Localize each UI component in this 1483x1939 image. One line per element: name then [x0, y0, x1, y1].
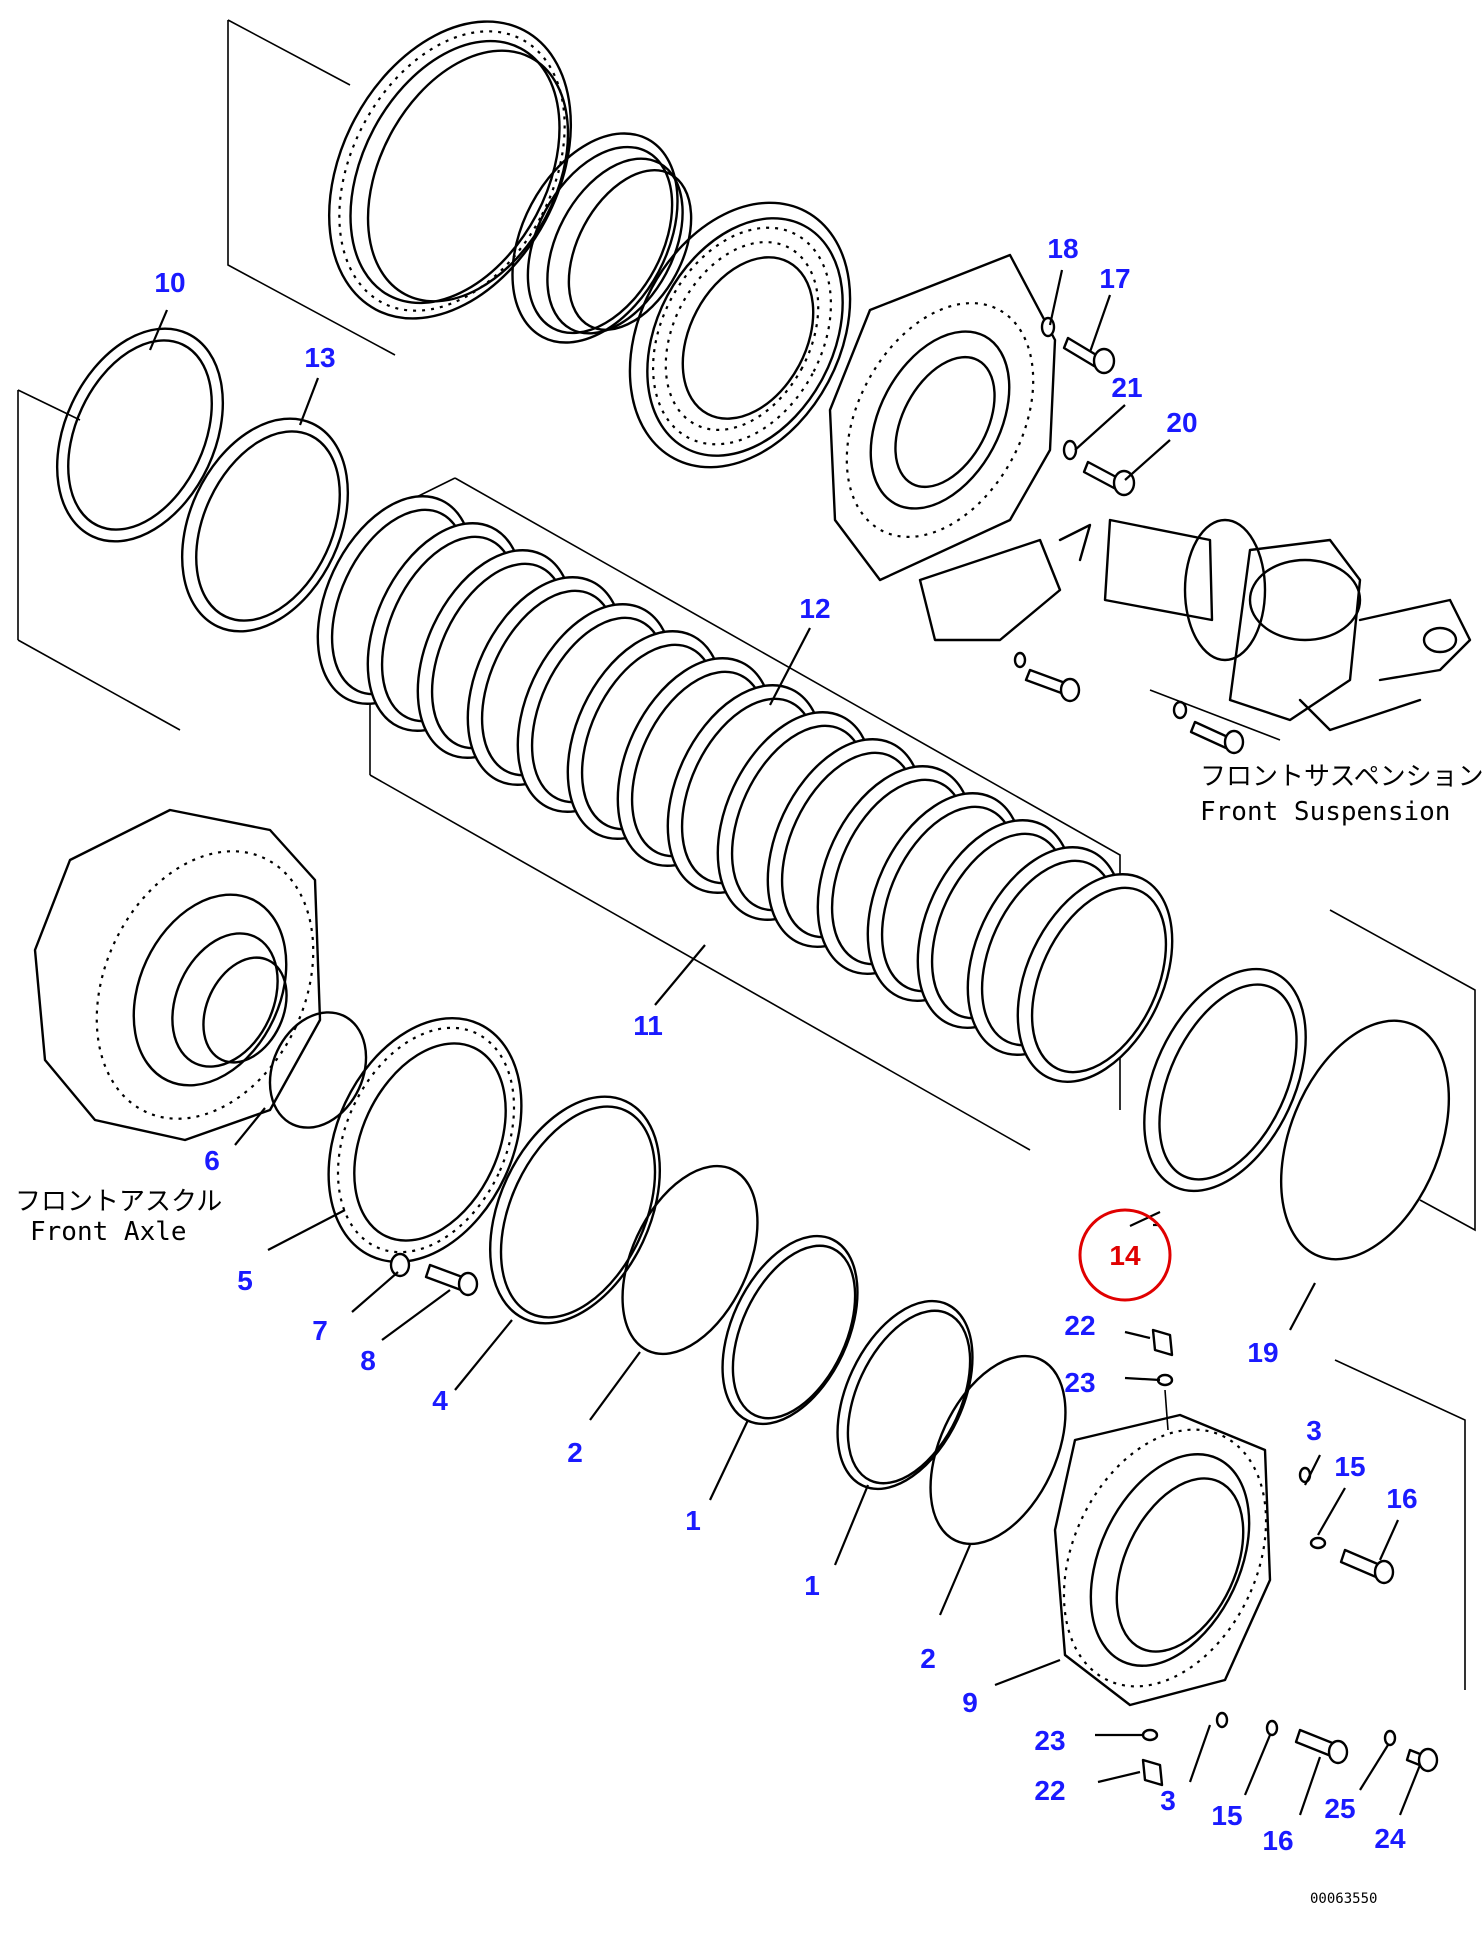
fittings-22-23-3: [1141, 1328, 1439, 1787]
part-label-18[interactable]: 18: [1047, 233, 1078, 264]
ring-19: [1279, 1019, 1451, 1261]
carrier-plate: [828, 253, 1092, 642]
top-bracket-lines: [17, 19, 396, 731]
captions: フロントサスペンション Front Suspension フロントアスクル Fr…: [15, 762, 1483, 1907]
front-suspension-en-caption: Front Suspension: [1200, 797, 1450, 827]
part-label-25[interactable]: 25: [1324, 1793, 1355, 1824]
front-suspension-jp-caption: フロントサスペンション: [1200, 762, 1483, 792]
part-label-2-left[interactable]: 2: [567, 1437, 583, 1468]
part-number-labels: 10 13 12 11 18 17 21 20 6 5 7 8 4 2 1 1 …: [154, 233, 1417, 1856]
right-bracket-lines: [1329, 909, 1476, 1690]
o-ring-2-left: [621, 1164, 759, 1356]
highlight-circle-14: [1078, 1208, 1172, 1302]
backup-ring-1-right: [836, 1299, 974, 1491]
part-label-22-top[interactable]: 22: [1064, 1310, 1095, 1341]
part-label-13[interactable]: 13: [304, 342, 335, 373]
front-axle-en-caption: Front Axle: [30, 1217, 187, 1247]
o-ring-6: [268, 1011, 368, 1129]
ring-14: [1143, 967, 1307, 1193]
hub-seal-ring: [511, 132, 693, 344]
part-label-14-highlighted[interactable]: 14: [1109, 1240, 1141, 1271]
part-label-9[interactable]: 9: [962, 1687, 978, 1718]
part-label-5[interactable]: 5: [237, 1265, 253, 1296]
ring-10: [55, 327, 225, 543]
ring-13: [180, 417, 350, 633]
part-label-24[interactable]: 24: [1374, 1823, 1406, 1854]
plate-5: [327, 1016, 523, 1264]
part-label-1-right[interactable]: 1: [804, 1570, 820, 1601]
part-label-20[interactable]: 20: [1166, 407, 1197, 438]
part-label-8[interactable]: 8: [360, 1345, 376, 1376]
washer-7-bolt-8: [389, 1252, 479, 1297]
part-label-21[interactable]: 21: [1111, 372, 1142, 403]
part-label-3-bottom[interactable]: 3: [1160, 1785, 1176, 1816]
part-label-23-top[interactable]: 23: [1064, 1367, 1095, 1398]
part-label-23-bottom[interactable]: 23: [1034, 1725, 1065, 1756]
part-label-2-right[interactable]: 2: [920, 1643, 936, 1674]
part-label-12[interactable]: 12: [799, 593, 830, 624]
seal-4: [488, 1095, 662, 1325]
part-label-15-bottom[interactable]: 15: [1211, 1800, 1242, 1831]
friction-disc-11: [1016, 873, 1174, 1083]
ring-gear-top: [327, 20, 573, 320]
part-label-15-top[interactable]: 15: [1334, 1451, 1365, 1482]
part-label-4[interactable]: 4: [432, 1385, 448, 1416]
o-ring-2-right: [929, 1354, 1067, 1546]
part-label-6[interactable]: 6: [204, 1145, 220, 1176]
part-label-17[interactable]: 17: [1099, 263, 1130, 294]
part-label-22-bottom[interactable]: 22: [1034, 1775, 1065, 1806]
front-axle-jp-caption: フロントアスクル: [15, 1187, 222, 1217]
part-label-10[interactable]: 10: [154, 267, 185, 298]
drawing-id: 00063550: [1310, 1891, 1377, 1907]
spline-disc: [628, 201, 852, 469]
part-label-7[interactable]: 7: [312, 1315, 328, 1346]
part-label-16-bottom[interactable]: 16: [1262, 1825, 1293, 1856]
piston-housing-9: [1053, 1413, 1272, 1707]
part-label-3-top[interactable]: 3: [1306, 1415, 1322, 1446]
front-axle-housing: [33, 808, 322, 1142]
part-label-19[interactable]: 19: [1247, 1337, 1278, 1368]
leader-lines: [148, 269, 1422, 1816]
part-label-11[interactable]: 11: [633, 1010, 663, 1041]
disc-pack: [316, 495, 1174, 1083]
part-label-16-top[interactable]: 16: [1386, 1483, 1417, 1514]
front-suspension-housing: [1103, 518, 1472, 755]
part-label-1-left[interactable]: 1: [685, 1505, 701, 1536]
backup-ring-1-left: [721, 1234, 859, 1426]
